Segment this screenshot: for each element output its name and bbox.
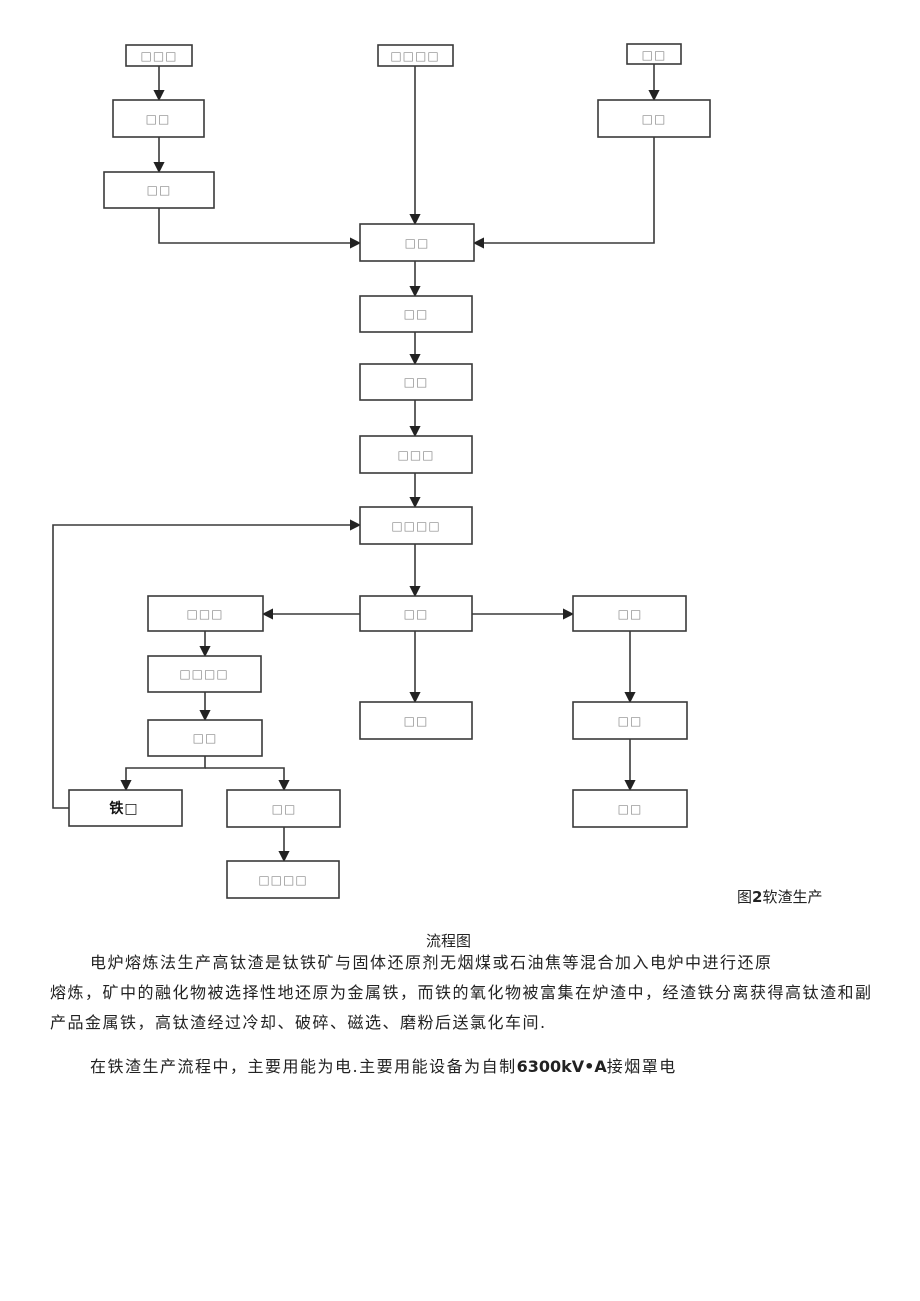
paragraph-1-line-1: 电炉熔炼法生产高钛渣是钛铁矿与固体还原剂无烟煤或石油焦等混合加入电炉中进行还原 — [90, 953, 773, 972]
flowchart-box-b21: □□ — [572, 789, 688, 828]
box-label: □□□ — [140, 49, 177, 63]
figure-number: 2 — [752, 888, 763, 906]
flowchart-box-b3: □□ — [626, 43, 682, 65]
flowchart-box-b8: □□ — [359, 295, 473, 333]
box-label: 铁□ — [109, 800, 138, 817]
flowchart-box-b20: □□ — [226, 789, 341, 828]
process-flowchart: □□□ □□□□ □□ □□ □□ □□ □□ □□ □□ □□□ □□□□ — [52, 43, 711, 899]
box-label: □□ — [404, 307, 429, 321]
flowchart-box-b19: 铁□ — [68, 789, 183, 827]
box-label: □□□□ — [258, 873, 307, 887]
paragraph-2-text: 在铁渣生产流程中，主要用能为电.主要用能设备为自制 — [90, 1057, 517, 1076]
box-label: □□ — [147, 183, 172, 197]
paragraph-2-tail: 接烟罩电 — [606, 1057, 677, 1076]
flowchart-box-b6: □□ — [103, 171, 215, 209]
body-paragraph-2: 在铁渣生产流程中，主要用能为电.主要用能设备为自制6300kV•A接烟罩电 — [90, 1052, 880, 1082]
box-label: □□□□ — [390, 49, 439, 63]
box-label: □□ — [404, 375, 429, 389]
figure-label-prefix: 图 — [737, 888, 753, 906]
flowchart-box-b12: □□□ — [147, 595, 264, 632]
flowchart-connectors — [52, 64, 660, 863]
body-paragraph-1: 电炉熔炼法生产高钛渣是钛铁矿与固体还原剂无烟煤或石油焦等混合加入电炉中进行还原 … — [50, 948, 880, 1038]
flowchart-box-b15: □□□□ — [147, 655, 262, 693]
figure-label: 图2软渣生产 — [737, 886, 822, 907]
flowchart-box-b18: □□ — [147, 719, 263, 757]
box-label: □□ — [618, 607, 643, 621]
box-label: □□ — [404, 607, 429, 621]
flowchart-box-b22: □□□□ — [226, 860, 340, 899]
box-label: □□ — [193, 731, 218, 745]
flowchart-box-b13: □□ — [359, 595, 473, 632]
paragraph-1-rest: 熔炼，矿中的融化物被选择性地还原为金属铁，而铁的氧化物被富集在炉渣中，经渣铁分离… — [50, 983, 873, 1032]
paragraph-2-capacity: 6300kV•A — [516, 1057, 607, 1076]
box-label: □□ — [642, 48, 667, 62]
box-label: □□ — [146, 112, 171, 126]
box-label: □□□ — [397, 448, 434, 462]
flowchart-box-b10: □□□ — [359, 435, 473, 474]
figure-title: 流程图 — [426, 932, 472, 950]
flowchart-box-b2: □□□□ — [377, 44, 454, 67]
flowchart-box-b16: □□ — [359, 701, 473, 740]
flowchart-box-b5: □□ — [597, 99, 711, 138]
flowchart-box-b4: □□ — [112, 99, 205, 138]
box-label: □□□□ — [391, 519, 440, 533]
flowchart-box-b9: □□ — [359, 363, 473, 401]
flowchart-box-b7: □□ — [359, 223, 475, 262]
box-label: □□ — [272, 802, 297, 816]
flowchart-box-b14: □□ — [572, 595, 687, 632]
box-label: □□□ — [186, 607, 223, 621]
box-label: □□□□ — [179, 667, 228, 681]
box-label: □□ — [618, 714, 643, 728]
box-label: □□ — [642, 112, 667, 126]
box-label: □□ — [404, 714, 429, 728]
box-label: □□ — [405, 236, 430, 250]
flowchart-box-b17: □□ — [572, 701, 688, 740]
figure-label-suffix: 软渣生产 — [762, 888, 823, 906]
box-label: □□ — [618, 802, 643, 816]
flowchart-box-b11: □□□□ — [359, 506, 473, 545]
flowchart-box-b1: □□□ — [125, 44, 193, 67]
